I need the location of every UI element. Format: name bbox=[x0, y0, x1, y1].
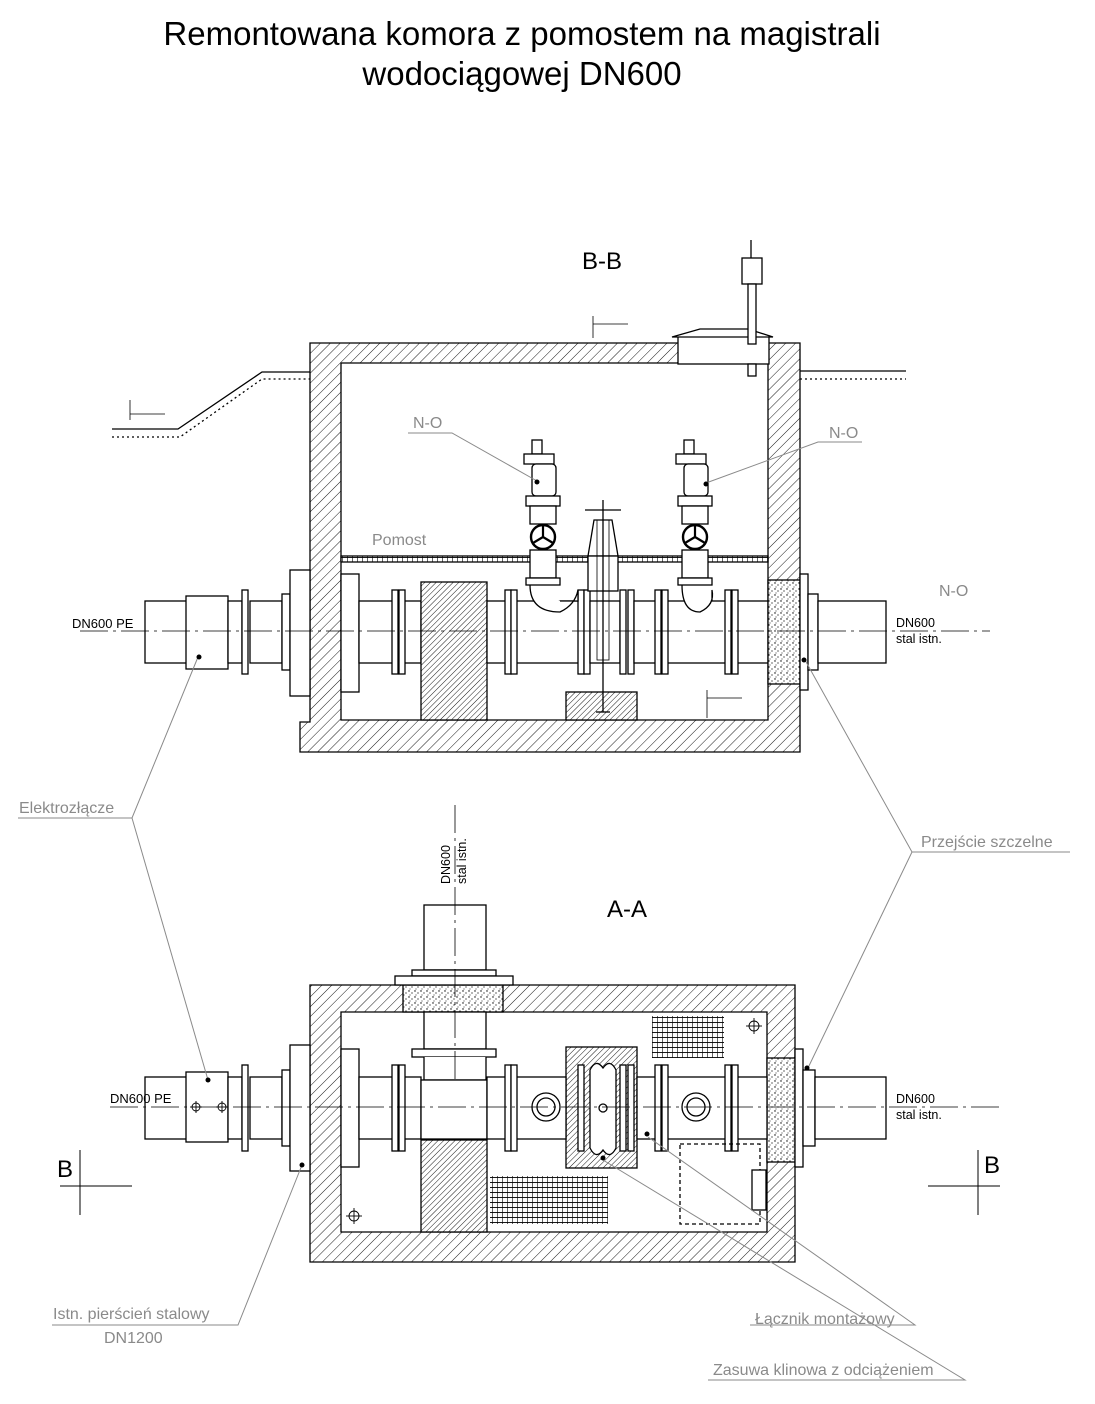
pipe-label-left-aa: DN600 PE bbox=[110, 1091, 172, 1106]
note-lacznik: Łącznik montażowy bbox=[755, 1311, 895, 1328]
pipe-label-right-aa-1: DN600 bbox=[896, 1092, 935, 1106]
pipe-label-top-1: DN600 bbox=[439, 845, 453, 884]
pipe-label-top-2: stal istn. bbox=[455, 838, 469, 884]
ladder bbox=[751, 1169, 767, 1211]
section-label-aa: A-A bbox=[607, 896, 647, 923]
title-line-2: wodociągowej DN600 bbox=[362, 55, 682, 92]
cut-marker-right bbox=[928, 1150, 1000, 1215]
cut-marker-left bbox=[60, 1150, 132, 1215]
note-no-right: N-O bbox=[829, 425, 858, 442]
cut-label-right: B bbox=[984, 1152, 1000, 1179]
air-valve-right bbox=[675, 439, 714, 613]
leader-lines bbox=[18, 432, 1070, 1381]
note-pomost: Pomost bbox=[372, 532, 427, 549]
note-zasuwa: Zasuwa klinowa z odciążeniem bbox=[713, 1362, 934, 1379]
branch-pipe-aa bbox=[394, 805, 514, 1228]
pipe-label-right-bb-1: DN600 bbox=[896, 616, 935, 630]
note-pierscien-2: DN1200 bbox=[104, 1330, 163, 1347]
cut-label-left: B bbox=[57, 1156, 73, 1183]
note-elektrozlacze: Elektrozłącze bbox=[19, 800, 114, 817]
drain-marks bbox=[346, 1018, 762, 1224]
thrust-block-aa bbox=[420, 1139, 488, 1233]
note-pierscien-1: Istn. pierścień stalowy bbox=[53, 1306, 210, 1323]
section-label-bb: B-B bbox=[582, 248, 622, 275]
note-no-left: N-O bbox=[413, 415, 442, 432]
pipe-label-left-bb: DN600 PE bbox=[72, 616, 134, 631]
note-przejscie: Przejście szczelne bbox=[921, 834, 1053, 851]
air-valve-left bbox=[523, 439, 579, 613]
vent-pipe bbox=[741, 240, 763, 377]
sump-hatch bbox=[679, 1143, 761, 1225]
valve-support-bb bbox=[565, 691, 638, 721]
pipe-label-right-aa-2: stal istn. bbox=[896, 1108, 942, 1122]
gate-valve-bb bbox=[585, 500, 621, 713]
ground-surface bbox=[112, 316, 906, 718]
note-no-outside: N-O bbox=[939, 583, 968, 600]
main-pipeline-aa bbox=[144, 1044, 887, 1172]
pipe-label-right-bb-2: stal istn. bbox=[896, 632, 942, 646]
grating-bottom bbox=[490, 1176, 608, 1224]
drawing-title: Remontowana komora z pomostem na magistr… bbox=[0, 14, 1044, 94]
grating-top bbox=[652, 1016, 724, 1058]
title-line-1: Remontowana komora z pomostem na magistr… bbox=[163, 15, 881, 52]
section-aa bbox=[60, 805, 1000, 1263]
main-pipeline-bb bbox=[144, 569, 887, 721]
leader-dots bbox=[196, 479, 810, 1168]
section-bb bbox=[80, 240, 990, 753]
